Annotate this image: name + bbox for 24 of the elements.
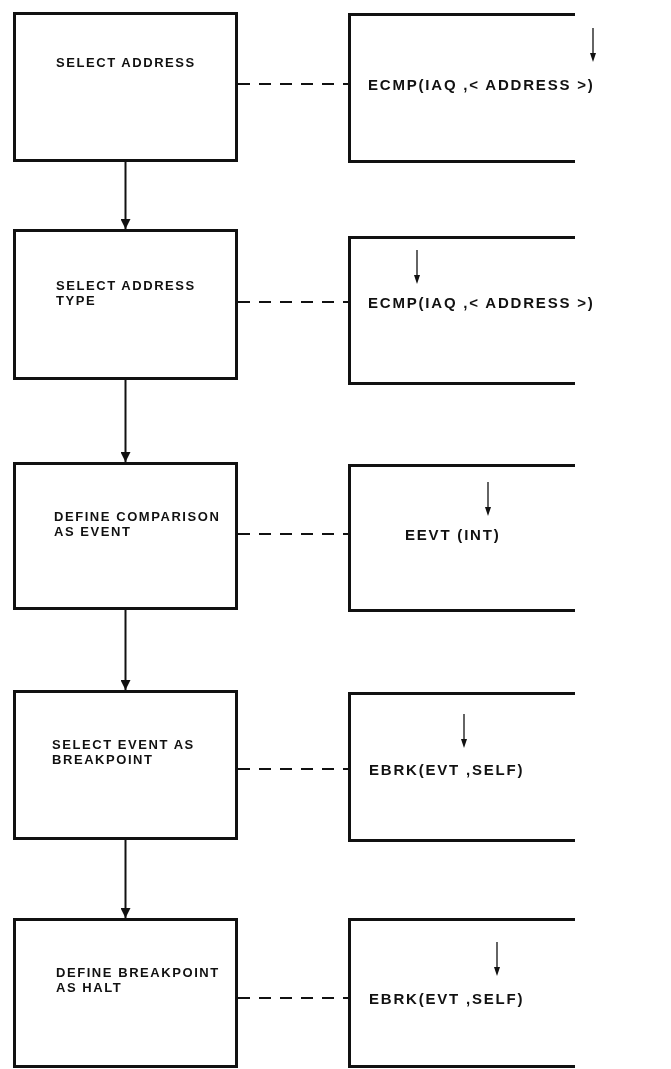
process-box [13,12,238,162]
dashed-connector [237,997,349,999]
flow-arrow [120,609,131,691]
process-box [13,918,238,1068]
dashed-connector [237,301,349,303]
step-text: SELECT ADDRESS TYPE [56,278,197,308]
step-text: SELECT ADDRESS [56,55,197,70]
flow-arrow [120,379,131,463]
command-text: EBRK(EVT ,SELF) [369,760,525,780]
step-text: SELECT EVENT AS BREAKPOINT [52,737,196,767]
command-text: ECMP(IAQ ,< ADDRESS >) [368,293,595,313]
flow-arrow [120,839,131,919]
process-box [13,690,238,840]
flow-arrow [120,161,131,230]
dashed-connector [237,83,349,85]
dashed-connector [237,768,349,770]
process-box [13,462,238,610]
command-text: EEVT (INT) [405,525,501,545]
step-text: DEFINE BREAKPOINT AS HALT [56,965,221,995]
step-text: DEFINE COMPARISON AS EVENT [54,509,222,539]
command-text: ECMP(IAQ ,< ADDRESS >) [368,75,595,95]
dashed-connector [237,533,349,535]
command-text: EBRK(EVT ,SELF) [369,989,525,1009]
process-box [13,229,238,380]
